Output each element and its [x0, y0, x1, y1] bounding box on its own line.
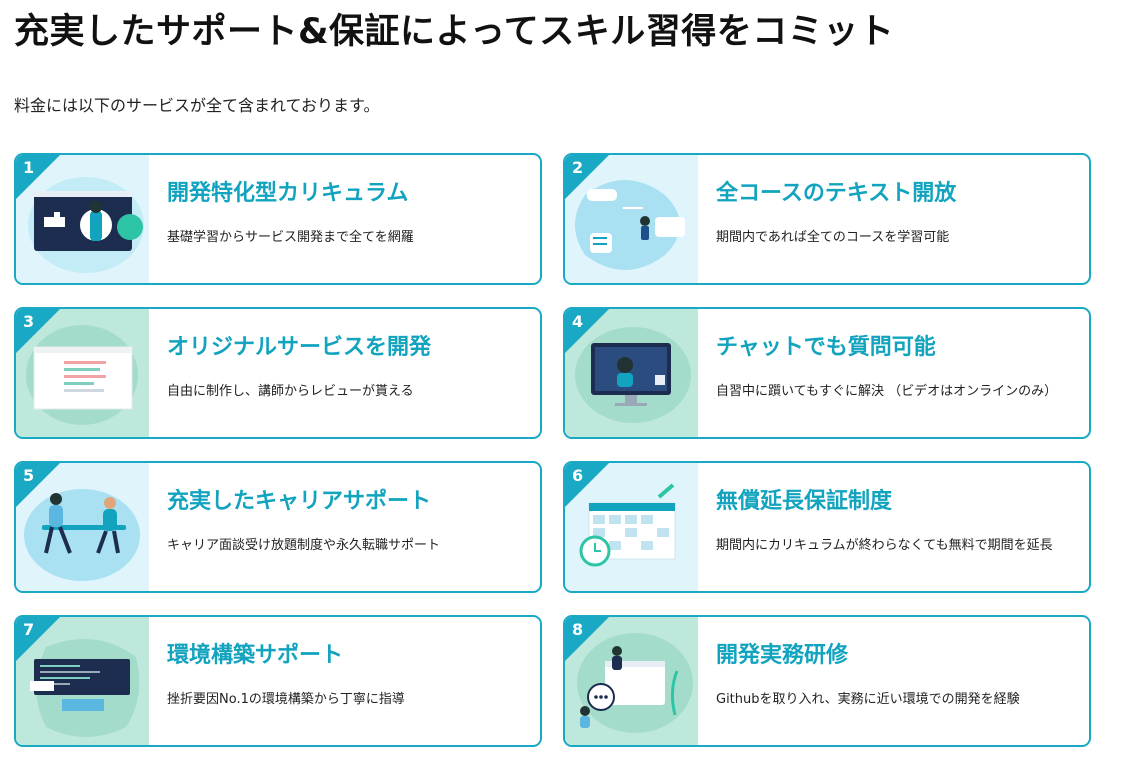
curriculum-illustration-icon — [16, 155, 149, 283]
feature-card-8[interactable]: 8 開発実務研修 Githubを取り入れ、実務に近い環境での開発を経験 — [563, 615, 1091, 747]
card-number: 5 — [23, 466, 35, 485]
card-description: 自習中に躓いてもすぐに解決 （ビデオはオンラインのみ） — [716, 384, 1058, 399]
card-title: 環境構築サポート — [167, 643, 344, 668]
feature-card-3[interactable]: 3 オリジナルサービスを開発 自由に制作し、講師からレビューが貰える — [14, 307, 542, 439]
card-description: キャリア面談受け放題制度や永久転職サポート — [167, 538, 441, 553]
card-number: 7 — [23, 620, 35, 639]
card-description: Githubを取り入れ、実務に近い環境での開発を経験 — [716, 692, 1020, 707]
card-description: 自由に制作し、講師からレビューが貰える — [167, 384, 414, 399]
card-description: 期間内であれば全てのコースを学習可能 — [716, 230, 950, 245]
card-number: 6 — [572, 466, 584, 485]
card-description: 基礎学習からサービス開発まで全てを網羅 — [167, 230, 414, 245]
feature-card-7[interactable]: 7 環境構築サポート 挫折要因No.1の環境構築から丁寧に指導 — [14, 615, 542, 747]
card-number: 4 — [572, 312, 584, 331]
feature-grid: 1 開発特化型カリキュラム 基礎学習からサービス開発まで全てを網羅 2 全コース… — [14, 153, 1094, 753]
page-headline: 充実したサポート&保証によってスキル習得をコミット — [14, 12, 895, 52]
environment-setup-illustration-icon — [16, 617, 149, 745]
card-number: 3 — [23, 312, 35, 331]
card-number: 2 — [572, 158, 584, 177]
card-title: 充実したキャリアサポート — [167, 489, 432, 514]
intro-text: 料金には以下のサービスが全て含まれております。 — [14, 96, 380, 115]
card-title: チャットでも質問可能 — [716, 335, 936, 360]
card-title: 全コースのテキスト開放 — [716, 181, 957, 206]
card-number: 1 — [23, 158, 35, 177]
feature-card-2[interactable]: 2 全コースのテキスト開放 期間内であれば全てのコースを学習可能 — [563, 153, 1091, 285]
feature-card-6[interactable]: 6 無償延長保証制度 期間内にカリキュラムが終わらなくても無料で期間を延長 — [563, 461, 1091, 593]
extension-guarantee-illustration-icon — [565, 463, 698, 591]
feature-card-1[interactable]: 1 開発特化型カリキュラム 基礎学習からサービス開発まで全てを網羅 — [14, 153, 542, 285]
feature-card-4[interactable]: 4 チャットでも質問可能 自習中に躓いてもすぐに解決 （ビデオはオンラインのみ） — [563, 307, 1091, 439]
feature-card-5[interactable]: 5 充実したキャリアサポート キャリア面談受け放題制度や永久転職サポート — [14, 461, 542, 593]
card-description: 期間内にカリキュラムが終わらなくても無料で期間を延長 — [716, 538, 1053, 553]
card-title: 開発実務研修 — [716, 643, 849, 668]
card-title: オリジナルサービスを開発 — [167, 335, 432, 360]
practical-training-illustration-icon — [565, 617, 698, 745]
card-title: 開発特化型カリキュラム — [167, 181, 409, 206]
card-number: 8 — [572, 620, 584, 639]
card-description: 挫折要因No.1の環境構築から丁寧に指導 — [167, 692, 405, 707]
card-title: 無償延長保証制度 — [716, 489, 893, 514]
